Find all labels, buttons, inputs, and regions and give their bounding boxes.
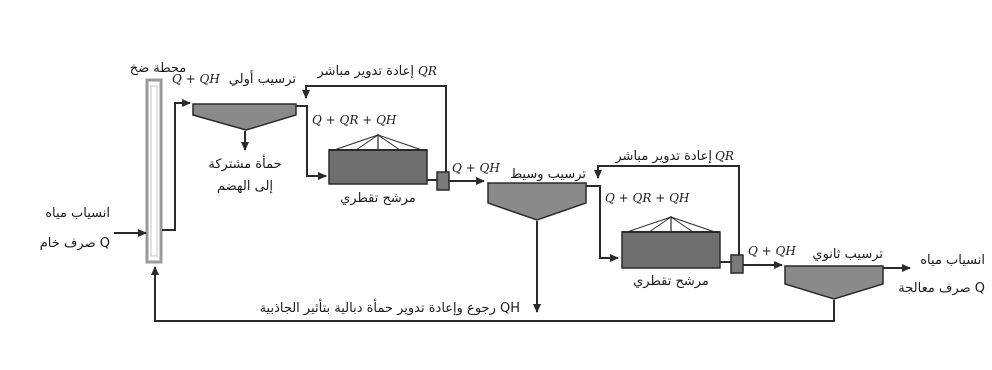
flow-to-filter2-arrow [586, 185, 619, 262]
pump-station-label: محطة ضخ [130, 61, 187, 76]
trickling-filter-2-label: مرشح تقطري [633, 274, 709, 289]
direct-recirc-1-symbol: QR [418, 64, 437, 78]
secondary-sedimentation-label: ترسيب ثانوي [812, 247, 883, 262]
trickling-filter-1-label: مرشح تقطري [340, 191, 416, 206]
direct-recirc-1-line [302, 85, 447, 172]
filter2-flow-label: Q + QR + QH [605, 191, 690, 205]
filter1-flow-label: Q + QR + QH [312, 113, 397, 127]
intermediate-flow-label: Q + QH [452, 161, 500, 175]
primary-sedimentation-tank [192, 103, 297, 131]
raw-inflow-label-line1: انسياب مياه [45, 206, 110, 221]
gravity-return-label: رجوع وإعادة تدوير حمأة دبالية بتأثير الج… [260, 298, 520, 316]
treated-outflow-label-line2: صرف معالجة Q [898, 281, 985, 296]
secondary-sedimentation-tank [784, 265, 884, 300]
flow-to-primary-arrow [162, 99, 191, 231]
pump-station [145, 78, 163, 264]
combined-solids-label-line1: حمأة مشتركة [208, 154, 281, 172]
treated-outflow-label-line1: انسياب مياه [920, 253, 985, 268]
pump-2 [730, 254, 744, 274]
direct-recirc-2-line [594, 165, 740, 258]
direct-recirc-1-label: إعادة تدوير مباشر [316, 64, 414, 79]
flow-to-filter1-arrow [296, 105, 327, 180]
primary-flow-label: Q + QH [172, 72, 220, 86]
primary-sedimentation-label: ترسيب أولي [229, 70, 297, 87]
raw-inflow-label-line2: صرف خام Q [40, 236, 110, 251]
trickling-filter-1 [328, 134, 428, 185]
trickling-filter-2 [621, 216, 721, 269]
direct-recirc-2-symbol: QR [715, 149, 734, 163]
direct-recirc-2-label: إعادة تدوير مباشر [614, 149, 712, 164]
combined-solids-label-line2: إلى الهضم [217, 179, 273, 194]
intermediate-sedimentation-label: ترسيب وسيط [510, 167, 586, 182]
intermediate-sedimentation-tank [487, 182, 587, 221]
gravity-return-line [151, 266, 835, 322]
pump-1 [436, 171, 450, 191]
secondary-flow-label: Q + QH [748, 244, 796, 258]
